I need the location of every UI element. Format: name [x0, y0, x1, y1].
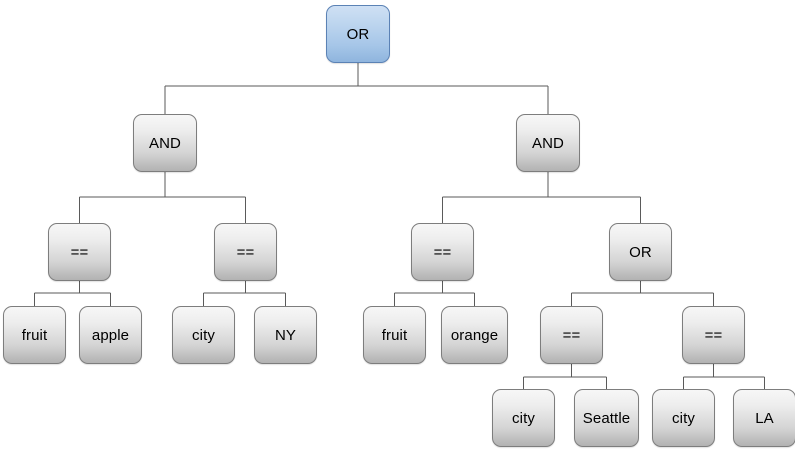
tree-node-label: ==: [562, 326, 581, 344]
tree-node-n13[interactable]: ==: [540, 306, 603, 364]
tree-node-n16[interactable]: Seattle: [574, 389, 639, 447]
tree-node-label: city: [512, 409, 535, 427]
tree-node-label: ==: [70, 243, 89, 261]
tree-node-label: Seattle: [582, 409, 631, 427]
tree-node-label: OR: [629, 243, 652, 261]
tree-node-label: LA: [755, 409, 774, 427]
tree-node-n2[interactable]: AND: [516, 114, 580, 172]
tree-node-n14[interactable]: ==: [682, 306, 745, 364]
tree-node-n4[interactable]: ==: [214, 223, 277, 281]
tree-node-label: apple: [91, 326, 130, 344]
tree-node-label: orange: [450, 326, 499, 344]
tree-node-label: fruit: [21, 326, 48, 344]
tree-node-n5[interactable]: ==: [411, 223, 474, 281]
tree-node-label: AND: [532, 134, 564, 152]
tree-node-label: NY: [274, 326, 297, 344]
tree-node-n11[interactable]: fruit: [363, 306, 426, 364]
tree-node-label: ==: [704, 326, 723, 344]
tree-node-n0[interactable]: OR: [326, 5, 390, 63]
tree-node-n9[interactable]: city: [172, 306, 235, 364]
tree-node-n6[interactable]: OR: [609, 223, 672, 281]
tree-node-n12[interactable]: orange: [441, 306, 508, 364]
tree-node-label: fruit: [381, 326, 408, 344]
tree-node-n1[interactable]: AND: [133, 114, 197, 172]
tree-node-label: AND: [149, 134, 181, 152]
tree-node-label: city: [192, 326, 215, 344]
tree-node-label: ==: [433, 243, 452, 261]
tree-node-n7[interactable]: fruit: [3, 306, 66, 364]
tree-node-n17[interactable]: city: [652, 389, 715, 447]
tree-node-n3[interactable]: ==: [48, 223, 111, 281]
tree-node-label: ==: [236, 243, 255, 261]
tree-node-n10[interactable]: NY: [254, 306, 317, 364]
tree-node-n8[interactable]: apple: [79, 306, 142, 364]
tree-node-n15[interactable]: city: [492, 389, 555, 447]
tree-node-label: OR: [346, 25, 370, 43]
tree-node-n18[interactable]: LA: [733, 389, 795, 447]
tree-node-label: city: [672, 409, 695, 427]
